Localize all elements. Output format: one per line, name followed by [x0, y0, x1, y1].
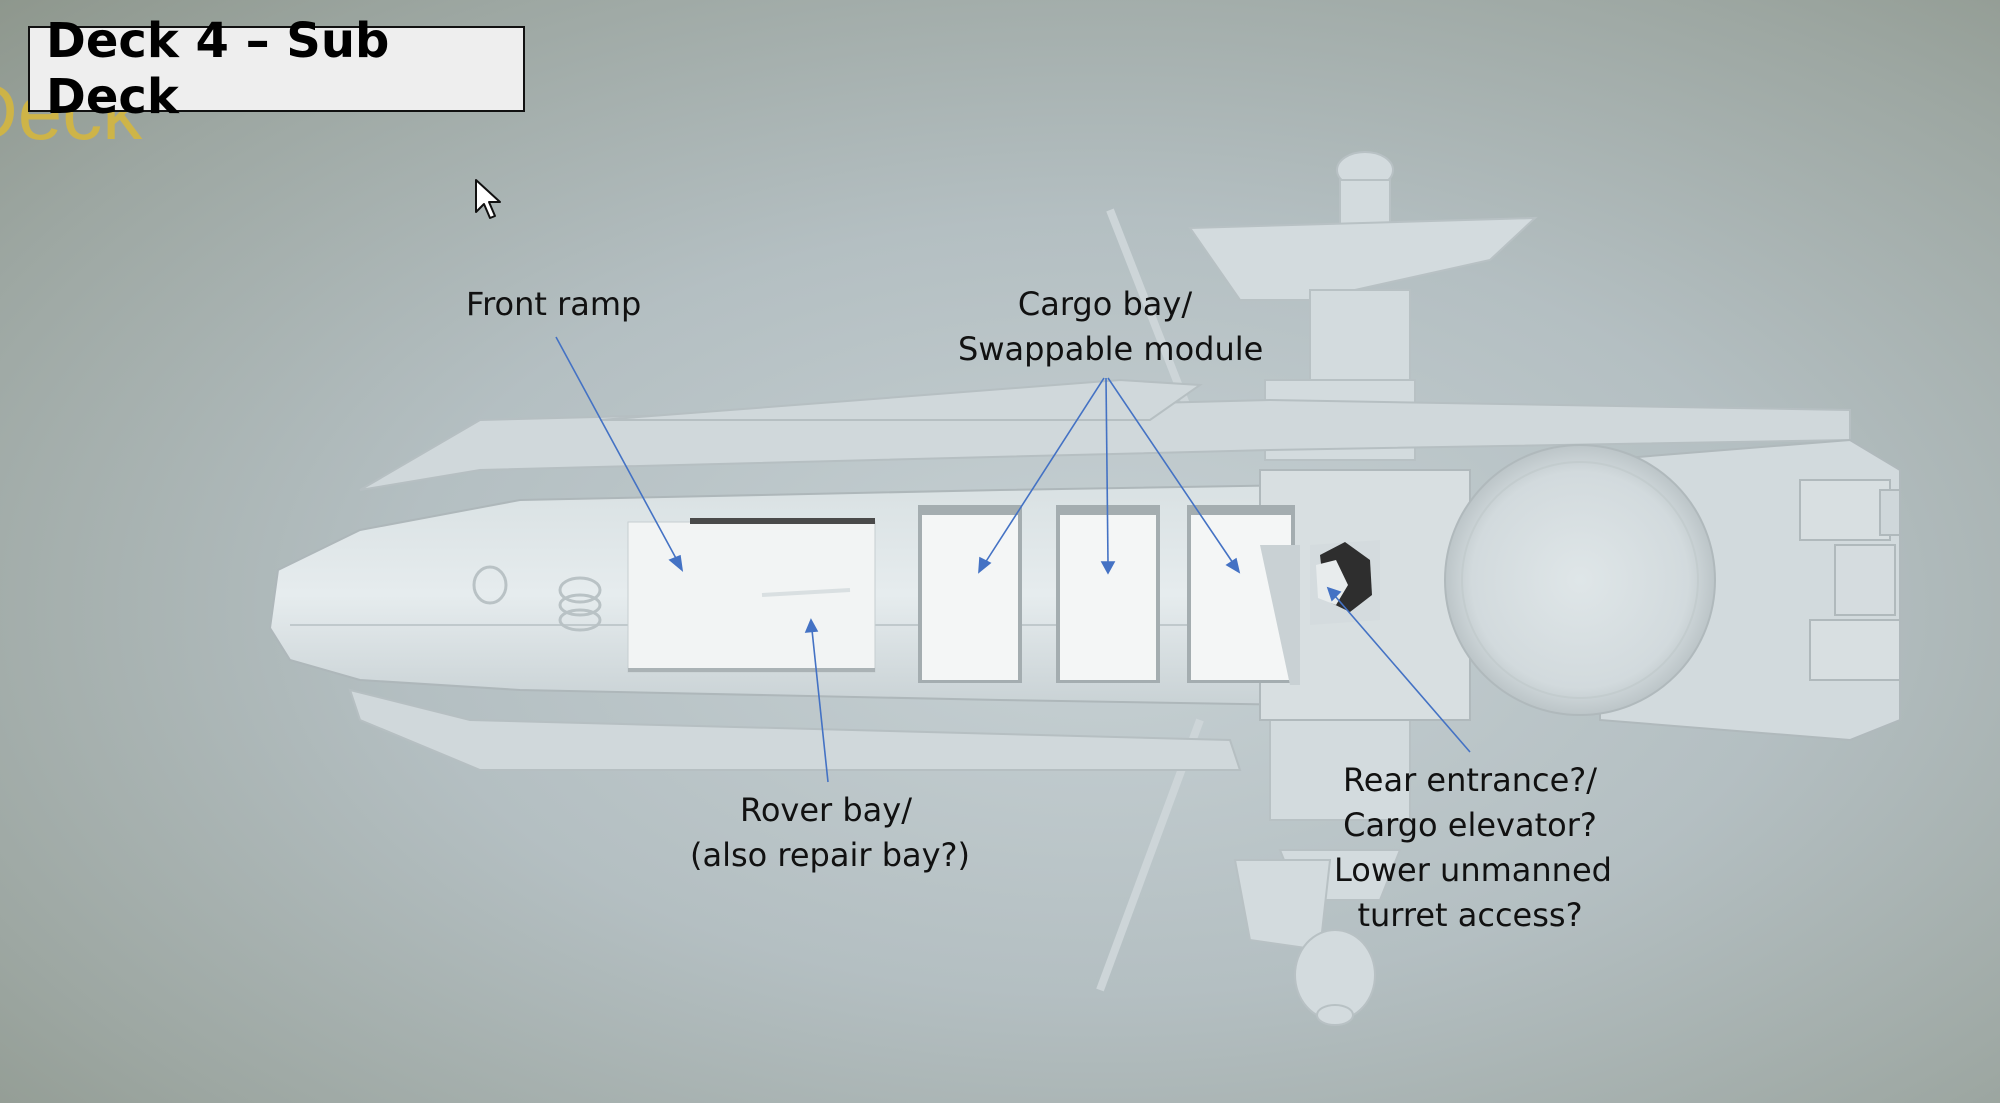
callout-line: turret access?	[1357, 896, 1583, 934]
engine-section	[1444, 438, 1901, 742]
annotation-arrows	[555, 336, 1471, 783]
callout-line: Lower unmanned	[1334, 851, 1612, 889]
side-fins	[348, 378, 1851, 771]
arrow-rear-entrance	[1334, 595, 1471, 753]
callout-line: (also repair bay?)	[690, 836, 971, 874]
callout-rear-entrance: Rear entrance?/ Cargo elevator? Lower un…	[1334, 758, 1612, 938]
slide-title: Deck 4 – Sub Deck	[28, 13, 525, 125]
callout-line: Front ramp	[466, 285, 642, 323]
callout-cargo-bay: Cargo bay/ Swappable module	[958, 282, 1264, 372]
callout-front-ramp: Front ramp	[466, 282, 641, 327]
callout-line: Swappable module	[958, 330, 1264, 368]
arrow-cargo-center	[1105, 377, 1109, 564]
callout-rover-bay: Rover bay/ (also repair bay?)	[690, 788, 971, 878]
arrow-cargo-left	[984, 377, 1105, 564]
callout-line: Rover bay/	[740, 791, 912, 829]
mouse-pointer-icon	[475, 179, 501, 219]
arrow-front-ramp	[555, 336, 679, 563]
callout-line: Cargo bay/	[1017, 285, 1193, 323]
arrow-cargo-right	[1107, 377, 1234, 564]
arrow-rover-bay	[811, 629, 829, 783]
callout-line: Cargo elevator?	[1343, 806, 1597, 844]
callout-line: Rear entrance?/	[1342, 761, 1598, 799]
